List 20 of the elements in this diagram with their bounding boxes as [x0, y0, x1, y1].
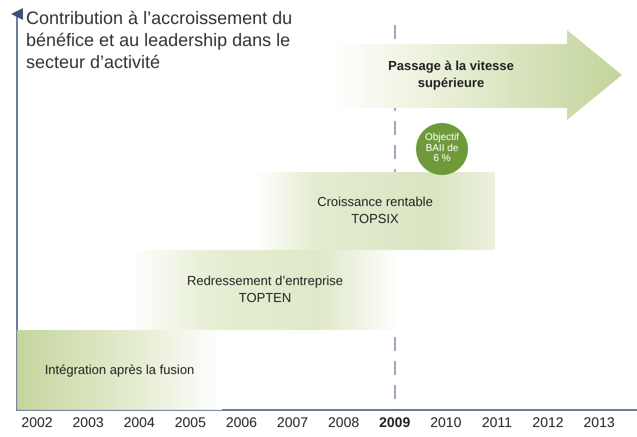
- target-badge: [416, 123, 468, 175]
- year-label: 2006: [224, 414, 258, 430]
- year-label: 2008: [327, 414, 360, 430]
- year-label: 2004: [122, 414, 156, 430]
- phase-label: Croissance rentable TOPSIX: [316, 194, 434, 228]
- phase-band: [17, 330, 222, 410]
- year-label: 2003: [72, 414, 105, 430]
- year-label: 2009: [378, 414, 412, 430]
- year-label: 2011: [480, 414, 513, 430]
- chart-title: Contribution à l’accroissement du bénéfice et au leadership dans le secteur d’activité: [26, 8, 294, 74]
- phase-label: Redressement d’entreprise TOPTEN: [186, 273, 344, 307]
- year-label: 2007: [276, 414, 310, 430]
- phase-label: Intégration après la fusion: [44, 362, 194, 378]
- year-label: 2005: [174, 414, 207, 430]
- badge-text: Objectif BAII de 6 %: [424, 133, 460, 165]
- year-label: 2013: [582, 414, 616, 430]
- phase-label: Passage à la vitesse supérieure: [387, 58, 515, 92]
- year-label: 2012: [531, 414, 565, 430]
- year-label: 2010: [429, 414, 462, 430]
- year-label: 2002: [20, 414, 54, 430]
